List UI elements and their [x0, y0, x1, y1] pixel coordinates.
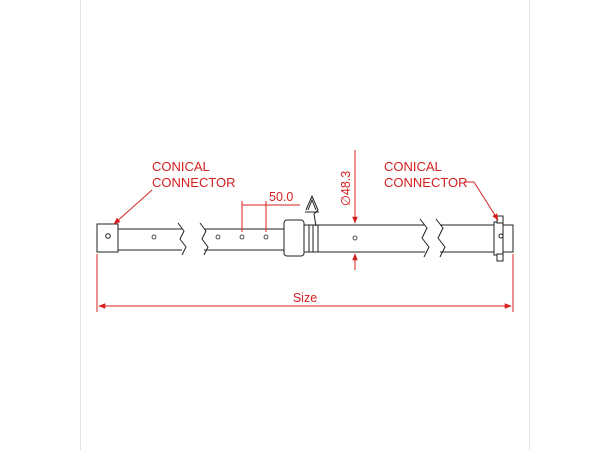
right-conical-connector: [493, 215, 514, 262]
left-connector-label: CONICAL CONNECTOR: [113, 159, 236, 225]
right-connector-label: CONICAL CONNECTOR: [384, 159, 499, 221]
tube-segment-right: [435, 218, 494, 258]
tube-segment-left: [118, 222, 187, 256]
left-label-line-2: CONNECTOR: [152, 175, 236, 190]
hole: [215, 234, 221, 240]
right-label-line-2: CONNECTOR: [384, 175, 468, 190]
left-label-line-1: CONICAL: [152, 159, 210, 174]
diameter-value: ∅48.3: [339, 171, 353, 206]
diameter-dimension: ∅48.3: [339, 150, 358, 270]
hole-spacing-dimension: 50.0: [241, 190, 300, 232]
right-label-line-1: CONICAL: [384, 159, 442, 174]
tube-segment-middle: [199, 222, 284, 256]
spring-clip-icon: [305, 194, 319, 227]
hole: [239, 234, 245, 240]
drawing-frame: [80, 0, 530, 450]
tube-segment-outer: [318, 218, 430, 258]
overall-size-label: Size: [293, 291, 317, 305]
left-conical-connector: [96, 223, 119, 253]
hole-spacing-value: 50.0: [269, 190, 293, 204]
locking-collar: [283, 219, 319, 257]
hole: [263, 234, 269, 240]
overall-size-dimension: Size: [96, 254, 514, 312]
